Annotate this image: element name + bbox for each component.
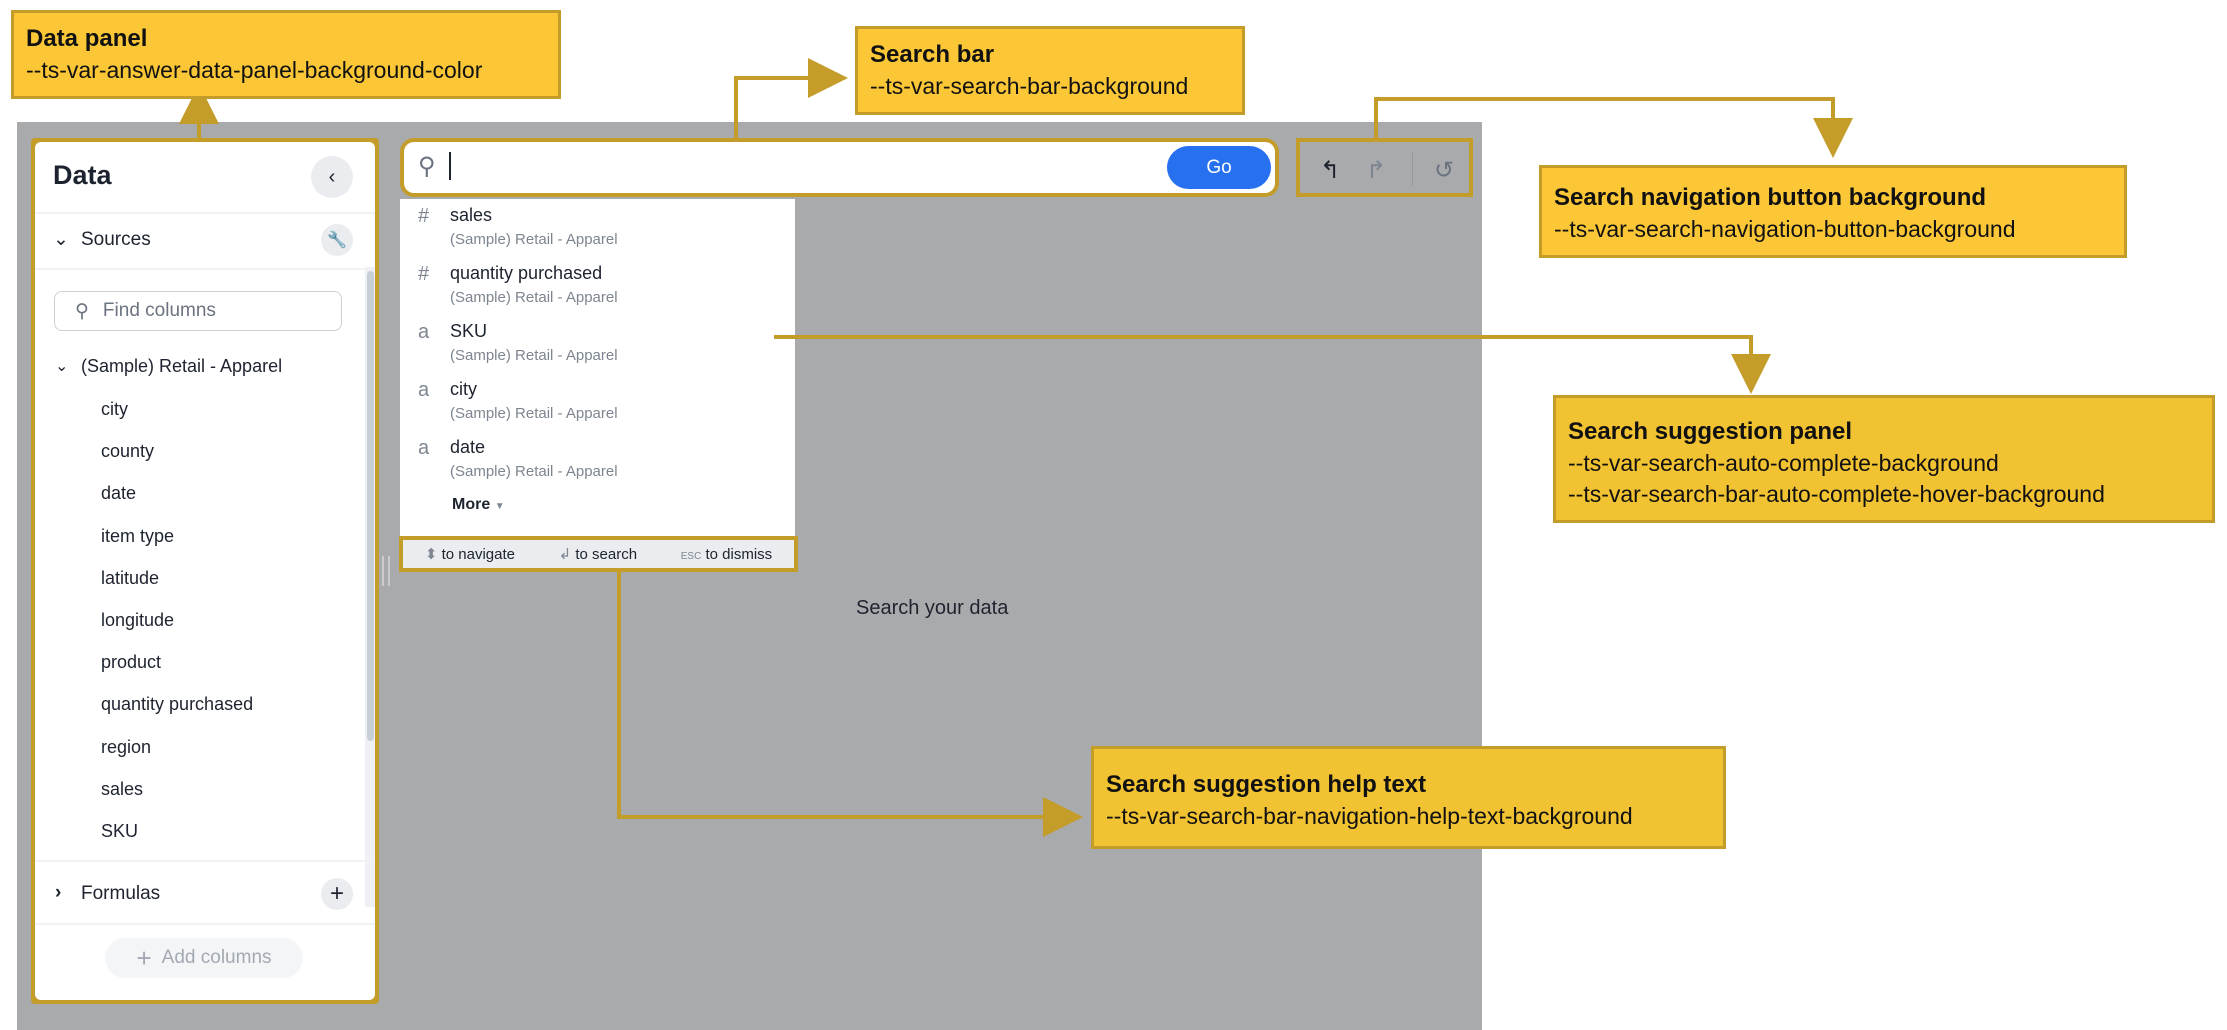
data-panel-title: Data (53, 160, 112, 190)
divider (35, 923, 375, 925)
enter-key-icon: ↲ (558, 546, 572, 563)
column-type-icon: a (418, 379, 430, 401)
column-item[interactable]: date (101, 483, 137, 504)
column-type-icon: # (418, 263, 430, 285)
find-columns-placeholder: Find columns (102, 300, 216, 321)
add-columns-button[interactable]: + Add columns (105, 938, 303, 978)
column-type-icon: a (418, 321, 430, 343)
suggestion-source: (Sample) Retail - Apparel (450, 347, 618, 364)
column-item[interactable]: longitude (101, 610, 175, 630)
help-navigate: ⬍ to navigate (424, 546, 515, 563)
data-panel: Data ‹ ⌄ Sources 🔧 ⚲ Find columns ⌄ (Sam… (31, 138, 379, 1004)
divider (1412, 152, 1413, 186)
connector-help (617, 572, 1083, 837)
callout-search-bar: Search bar--ts-var-search-bar-background (855, 26, 1245, 116)
reset-icon[interactable]: ↺ (1434, 157, 1455, 184)
formulas-header[interactable]: Formulas (81, 883, 161, 904)
suggestion-source: (Sample) Retail - Apparel (450, 405, 618, 422)
column-item[interactable]: county (101, 441, 155, 462)
column-item[interactable]: SKU (101, 821, 139, 841)
connector-suggestion (774, 335, 1771, 394)
callout-data-panel: Data panel--ts-var-answer-data-panel-bac… (11, 10, 561, 100)
connector-search-bar (734, 58, 848, 142)
more-button[interactable]: More ▼ (452, 496, 505, 514)
callout-nav-button: Search navigation button background--ts-… (1539, 165, 2127, 259)
scrollbar-thumb[interactable] (367, 271, 374, 741)
find-columns-input[interactable]: ⚲ Find columns (54, 291, 342, 331)
search-suggestion-panel: # sales (Sample) Retail - Apparel # quant… (400, 199, 795, 539)
chevron-right-icon[interactable]: › (55, 882, 62, 903)
suggestion-title: quantity purchased (450, 263, 603, 283)
suggestion-title: city (450, 379, 477, 399)
suggestion-source: (Sample) Retail - Apparel (450, 231, 618, 248)
callout-suggestion-panel: Search suggestion panel--ts-var-search-a… (1553, 395, 2215, 524)
column-item[interactable]: quantity purchased (101, 694, 254, 715)
column-item[interactable]: item type (101, 525, 175, 546)
suggestion-title: SKU (450, 321, 488, 341)
esc-key-icon: ESC (680, 550, 702, 562)
column-item[interactable]: sales (101, 778, 144, 799)
divider (35, 212, 375, 214)
search-icon: ⚲ (75, 300, 89, 322)
up-down-arrows-icon: ⬍ (424, 546, 438, 563)
suggestion-title: date (450, 437, 486, 457)
add-columns-label: Add columns (161, 947, 272, 968)
text-cursor (449, 152, 451, 180)
empty-state-text: Search your data (856, 597, 1009, 619)
column-type-icon: # (418, 205, 430, 227)
help-search: ↲ to search (558, 546, 638, 563)
callout-help-text: Search suggestion help text--ts-var-sear… (1091, 746, 1726, 849)
column-item[interactable]: product (101, 652, 162, 673)
redo-icon[interactable]: ↱ (1366, 157, 1387, 184)
more-label: More (452, 496, 491, 513)
sources-header[interactable]: Sources (81, 229, 151, 250)
column-item[interactable]: city (101, 399, 128, 419)
connector-nav (1374, 97, 1853, 158)
source-name[interactable]: (Sample) Retail - Apparel (81, 356, 283, 376)
divider (35, 268, 375, 270)
help-dismiss: ESC to dismiss (680, 545, 773, 563)
suggestion-source: (Sample) Retail - Apparel (450, 289, 618, 306)
column-item[interactable]: latitude (101, 567, 160, 588)
suggestion-source: (Sample) Retail - Apparel (450, 463, 618, 480)
search-icon: ⚲ (418, 153, 436, 180)
column-type-icon: a (418, 437, 430, 459)
chevron-down-icon[interactable]: ⌄ (55, 358, 69, 375)
column-item[interactable]: region (101, 736, 152, 757)
search-suggestion-help-text: ⬍ to navigate ↲ to search ESC to dismiss (399, 536, 798, 572)
go-button[interactable]: Go (1167, 146, 1271, 189)
divider (35, 860, 375, 862)
suggestion-title: sales (450, 205, 493, 225)
wrench-icon[interactable]: 🔧 (321, 224, 353, 256)
search-bar: ⚲ Go (400, 138, 1279, 197)
plus-icon[interactable]: + (321, 878, 353, 910)
caret-down-icon: ▼ (494, 501, 505, 512)
search-navigation-buttons: ↰ ↱ ↺ (1296, 138, 1473, 197)
chevron-down-icon[interactable]: ⌄ (53, 229, 69, 250)
undo-icon[interactable]: ↰ (1320, 157, 1341, 184)
plus-icon: + (136, 942, 152, 973)
chevron-left-icon[interactable]: ‹ (311, 156, 353, 198)
panel-resize-handle[interactable] (382, 556, 390, 586)
